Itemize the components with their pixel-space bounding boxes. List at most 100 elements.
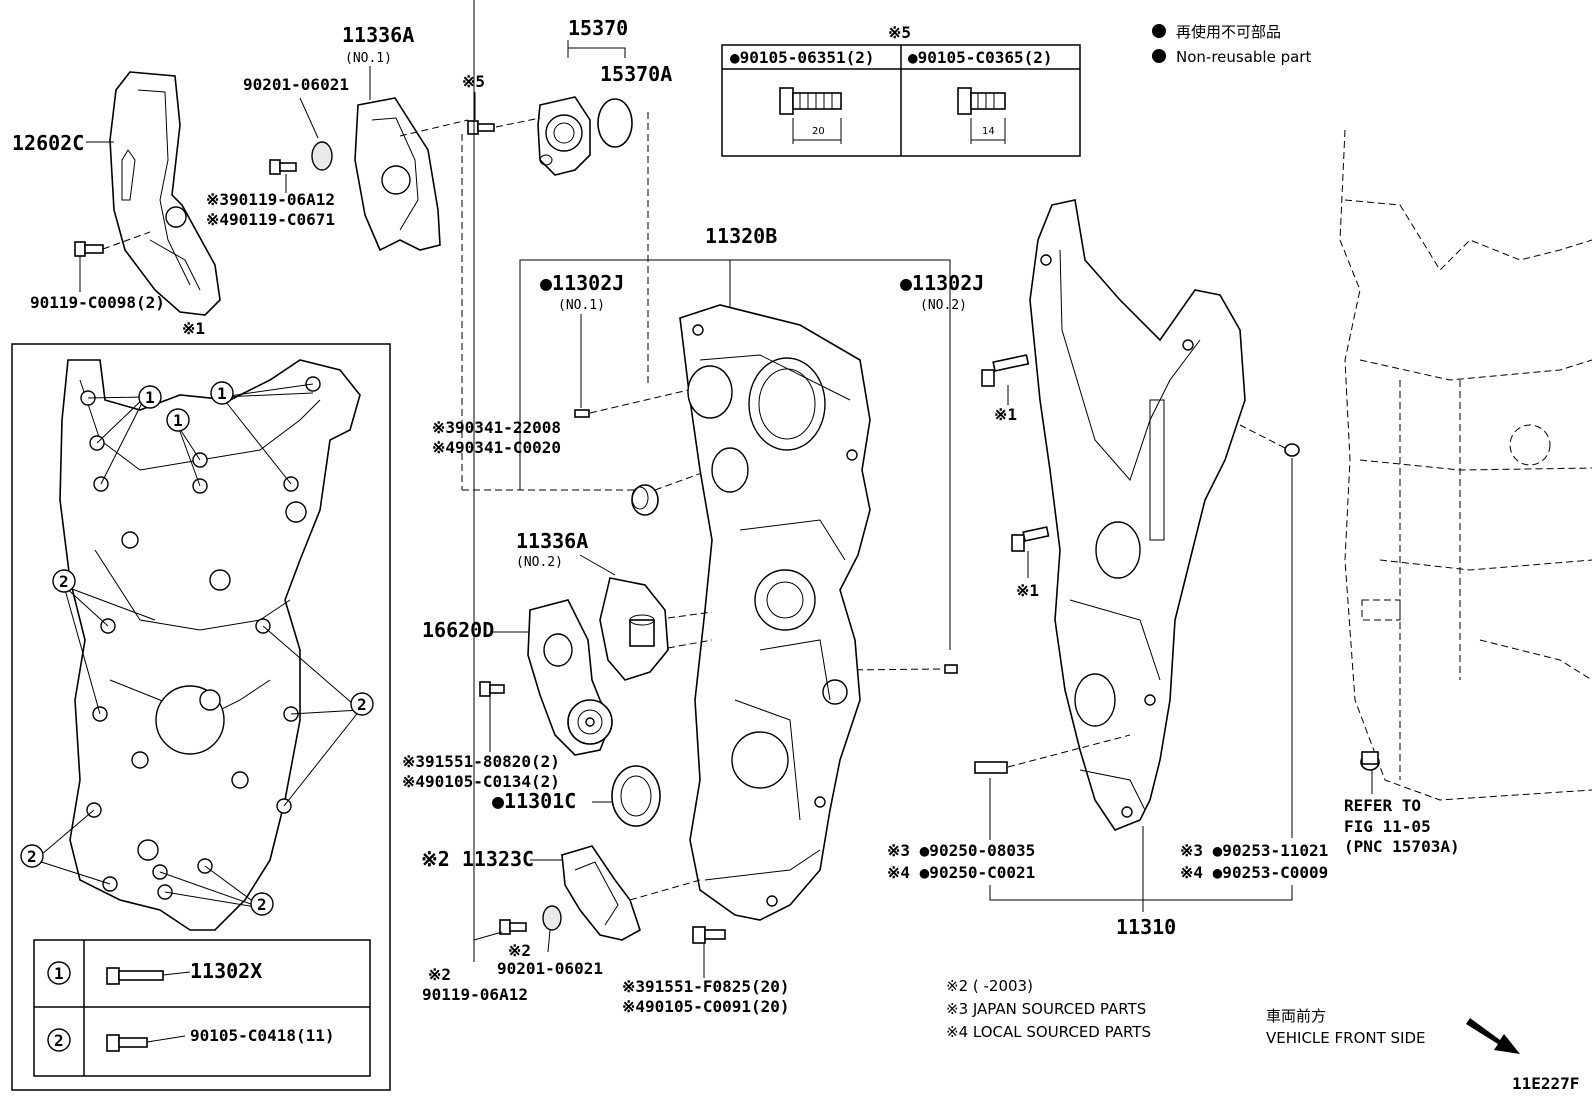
pin-icon bbox=[1284, 443, 1300, 457]
washer-icon bbox=[542, 905, 562, 931]
bolt-icon bbox=[479, 681, 505, 697]
timing-chain-cover-11320b bbox=[679, 304, 871, 921]
inset-table: 1 2 11302X 90105-C0418(11) bbox=[33, 939, 371, 1077]
figure-id: 11E227F bbox=[1512, 1074, 1579, 1093]
label-s2-b: ※2 bbox=[428, 965, 451, 984]
straight-pin-icon bbox=[974, 761, 1008, 774]
inset-gasket-outline bbox=[59, 359, 361, 931]
label-11302j-no1-sub: (NO.1) bbox=[558, 298, 605, 313]
label-16620d: 16620D bbox=[422, 618, 494, 642]
bolt-icon bbox=[692, 926, 726, 944]
label-90119-06a12-s3: ※390119-06A12 bbox=[206, 190, 335, 209]
label-91551-f0825-s3: ※391551-F0825(20) bbox=[622, 977, 790, 996]
bolt-icon bbox=[269, 159, 297, 175]
bolt-table: ※5 ●90105-06351(2) ●90105-C0365(2) 20 bbox=[721, 23, 1081, 157]
note-2: ※2 ( -2003) bbox=[946, 977, 1033, 995]
cover-12602c bbox=[109, 71, 221, 316]
label-refer-2: FIG 11-05 bbox=[1344, 817, 1431, 836]
bolt-icon bbox=[1011, 526, 1050, 552]
engine-block-outline bbox=[1339, 129, 1592, 801]
inset-row2-part: 90105-C0418(11) bbox=[190, 1026, 335, 1045]
bolt-icon bbox=[74, 241, 104, 257]
label-90201-06021-bot: 90201-06021 bbox=[497, 959, 603, 978]
label-11302j-no1: ●11302J bbox=[540, 271, 624, 295]
marker-1: 1 bbox=[173, 411, 183, 430]
bolt-icon bbox=[106, 967, 164, 985]
label-11302j-no2: ●11302J bbox=[900, 271, 984, 295]
note-4: ※4 LOCAL SOURCED PARTS bbox=[946, 1023, 1151, 1041]
chain-guide-11336a-no1 bbox=[354, 97, 441, 252]
note-3: ※3 JAPAN SOURCED PARTS bbox=[946, 1000, 1146, 1018]
label-91551-80820-s3: ※391551-80820(2) bbox=[402, 752, 560, 771]
inset-row1-part: 11302X bbox=[190, 959, 262, 983]
label-15370a: 15370A bbox=[600, 62, 672, 86]
marker-1: 1 bbox=[217, 384, 227, 403]
label-90119-c0098: 90119-C0098(2) bbox=[30, 293, 165, 312]
front-jp: 車両前方 bbox=[1266, 1007, 1326, 1025]
marker-2: 2 bbox=[27, 847, 37, 866]
bolt-table-col2: ●90105-C0365(2) bbox=[908, 48, 1053, 67]
bolt-table-col1: ●90105-06351(2) bbox=[730, 48, 875, 67]
marker-1: 1 bbox=[54, 964, 64, 983]
bolt-length-20: 20 bbox=[812, 126, 825, 137]
plug-icon bbox=[1360, 751, 1380, 771]
label-11320b: 11320B bbox=[705, 224, 777, 248]
label-15370: 15370 bbox=[568, 16, 628, 40]
label-s2-a: ※2 bbox=[508, 941, 531, 960]
dowel-pin-icon bbox=[574, 409, 590, 418]
bolt-table-title: ※5 bbox=[888, 23, 911, 42]
label-11301c: ●11301C bbox=[492, 789, 576, 813]
bolt-length-14: 14 bbox=[982, 126, 995, 137]
front-arrow-icon bbox=[1466, 1018, 1520, 1054]
timing-chain-cover-11310 bbox=[1029, 199, 1246, 831]
flange-bolt-14-icon bbox=[957, 87, 1006, 144]
marker-2: 2 bbox=[54, 1031, 64, 1050]
oring-15370a-icon bbox=[597, 98, 633, 148]
label-90253-11021-s3: ※3 ●90253-11021 bbox=[1180, 841, 1328, 860]
label-no2: (NO.2) bbox=[516, 555, 563, 570]
label-refer-3: (PNC 15703A) bbox=[1344, 837, 1460, 856]
front-en: VEHICLE FRONT SIDE bbox=[1266, 1029, 1426, 1047]
label-90201-06021-top: 90201-06021 bbox=[243, 75, 349, 94]
label-90105-c0134-s4: ※490105-C0134(2) bbox=[402, 772, 560, 791]
inset-leaders bbox=[34, 383, 361, 909]
bullet-icon bbox=[1152, 49, 1166, 63]
flange-bolt-20-icon bbox=[779, 87, 842, 144]
label-11336a-no2: 11336A bbox=[516, 529, 588, 553]
label-90341-c0020-s4: ※490341-C0020 bbox=[432, 438, 561, 457]
label-11336a-no1: 11336A bbox=[342, 23, 414, 47]
marker-2: 2 bbox=[357, 695, 367, 714]
label-11310: 11310 bbox=[1116, 915, 1176, 939]
dowel-pin-icon bbox=[944, 664, 958, 674]
label-90105-c0091-s4: ※490105-C0091(20) bbox=[622, 997, 790, 1016]
bolt-icon bbox=[467, 120, 495, 135]
bolt-icon bbox=[106, 1034, 148, 1052]
belt-tensioner-16620d bbox=[527, 599, 613, 756]
chain-guide-11323c bbox=[561, 845, 641, 941]
label-refer-1: REFER TO bbox=[1344, 796, 1421, 815]
label-11302j-no2-sub: (NO.2) bbox=[920, 298, 967, 313]
label-s1-b: ※1 bbox=[1016, 581, 1039, 600]
marker-2: 2 bbox=[59, 572, 69, 591]
label-90119-06a12-bot: 90119-06A12 bbox=[422, 985, 528, 1004]
washer-icon bbox=[311, 141, 333, 171]
label-90250-c0021-s4: ※4 ●90250-C0021 bbox=[887, 863, 1035, 882]
marker-1: 1 bbox=[145, 388, 155, 407]
label-no1: (NO.1) bbox=[345, 51, 392, 66]
legend-non-reusable-jp: 再使用不可部品 bbox=[1176, 23, 1281, 41]
chain-guide-11336a-no2 bbox=[599, 577, 669, 681]
label-90119-c0671-s4: ※490119-C0671 bbox=[206, 210, 335, 229]
label-11323c: ※2 11323C bbox=[421, 847, 534, 871]
bolt-icon bbox=[499, 919, 527, 935]
oil-seal-11301c bbox=[611, 765, 661, 827]
label-s1-a: ※1 bbox=[994, 405, 1017, 424]
label-90253-c0009-s4: ※4 ●90253-C0009 bbox=[1180, 863, 1328, 882]
label-90250-08035-s3: ※3 ●90250-08035 bbox=[887, 841, 1035, 860]
label-90341-22008-s3: ※390341-22008 bbox=[432, 418, 561, 437]
legend: 再使用不可部品 Non-reusable part bbox=[1152, 23, 1311, 66]
inset-title: ※1 bbox=[182, 319, 205, 338]
inset-markers: 1 1 1 2 2 2 2 bbox=[20, 381, 374, 916]
inset-frame bbox=[11, 343, 391, 1091]
legend-non-reusable-en: Non-reusable part bbox=[1176, 48, 1311, 66]
